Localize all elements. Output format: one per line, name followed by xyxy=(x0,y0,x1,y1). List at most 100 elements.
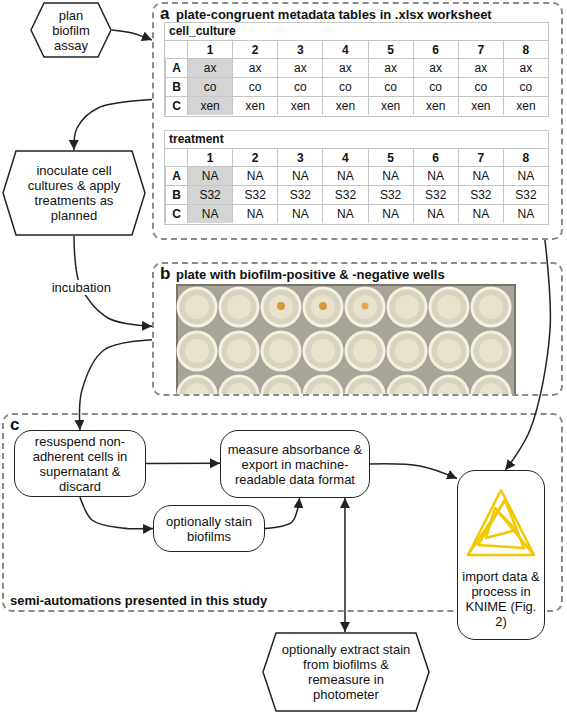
logo-triangle xyxy=(478,500,524,548)
node-text: optionally stain biofilms xyxy=(160,514,258,544)
logo-line xyxy=(468,500,505,555)
table-cell: S32 xyxy=(232,185,277,204)
table-cell: xen xyxy=(413,96,458,115)
table-cell: NA xyxy=(277,204,322,223)
table-cell: NA xyxy=(232,204,277,223)
plate-well xyxy=(430,332,468,370)
column-header: 7 xyxy=(458,148,503,166)
plate-well xyxy=(262,288,300,326)
logo-line xyxy=(495,508,534,555)
plate-well xyxy=(220,288,258,326)
table-cell: ax xyxy=(458,58,503,77)
plate-background xyxy=(176,284,516,394)
column-header: 5 xyxy=(368,148,413,166)
metadata-table: cell_culture12345678AaxaxaxaxaxaxaxaxBco… xyxy=(164,22,549,117)
plate-well xyxy=(178,288,216,326)
process-box: resuspend non-adherent cells in supernat… xyxy=(14,430,146,497)
table-cell: S32 xyxy=(413,185,458,204)
plate-well xyxy=(388,288,426,326)
column-header: 4 xyxy=(322,40,367,58)
logo-triangle xyxy=(468,490,534,555)
column-header: 4 xyxy=(322,148,367,166)
table-cell: NA xyxy=(413,204,458,223)
table-cell: ax xyxy=(187,58,232,77)
table-cell: S32 xyxy=(503,185,548,204)
plate-well xyxy=(262,376,300,394)
plate-well xyxy=(346,332,384,370)
table-cell: ax xyxy=(503,58,548,77)
panel-letter: a xyxy=(160,4,169,23)
row-header: C xyxy=(165,96,187,115)
table-title: cell_culture xyxy=(169,24,236,39)
process-box: measure absorbance & export in machine-r… xyxy=(220,430,370,498)
table-cell: NA xyxy=(322,166,367,185)
text-frame: measure absorbance & export in machine-r… xyxy=(221,431,369,497)
panel-frame: cell_culture12345678AaxaxaxaxaxaxaxaxBco… xyxy=(152,2,563,240)
column-header: 7 xyxy=(458,40,503,58)
text-frame: import data & process in KNIME (Fig. 2) xyxy=(458,471,544,639)
table-cell: co xyxy=(413,77,458,96)
plate-well xyxy=(178,332,216,370)
plate-well xyxy=(346,376,384,394)
table-cell: co xyxy=(458,77,503,96)
table-cell: ax xyxy=(277,58,322,77)
plate-well xyxy=(472,376,510,394)
flow-arrow xyxy=(344,498,346,632)
table-cell: co xyxy=(232,77,277,96)
panel-heading: plate-congruent metadata tables in .xlsx… xyxy=(176,7,492,22)
row-header: C xyxy=(165,204,187,223)
column-header: 2 xyxy=(232,40,277,58)
flow-arrow xyxy=(74,100,152,150)
plate-well xyxy=(430,376,468,394)
text-frame: optionally extract stain from biofilms &… xyxy=(262,632,430,712)
table-cell: NA xyxy=(503,166,548,185)
table-cell: S32 xyxy=(322,185,367,204)
plate-photo xyxy=(176,284,516,394)
table-cell: xen xyxy=(458,96,503,115)
text-frame: inoculate cell cultures & apply treatmen… xyxy=(2,150,146,236)
node-text: inoculate cell cultures & apply treatmen… xyxy=(18,163,130,223)
table-cell: xen xyxy=(232,96,277,115)
table-cell: S32 xyxy=(187,185,232,204)
plate-well xyxy=(430,288,468,326)
flow-arrow xyxy=(370,464,457,479)
plate-body xyxy=(178,286,514,394)
logo-triangle xyxy=(486,508,516,538)
table-cell: xen xyxy=(187,96,232,115)
table-cell: S32 xyxy=(458,185,503,204)
hexagon-shape xyxy=(263,633,429,711)
text-frame: optionally stain biofilms xyxy=(154,506,264,551)
table-cell: NA xyxy=(187,204,232,223)
plate-well xyxy=(304,288,342,326)
node-text: optionally extract stain from biofilms &… xyxy=(278,642,414,702)
plate-well xyxy=(388,376,426,394)
table-cell: co xyxy=(322,77,367,96)
table-cell: xen xyxy=(322,96,367,115)
table-cell: xen xyxy=(277,96,322,115)
panel-frame: resuspend non-adherent cells in supernat… xyxy=(2,413,563,612)
panel-caption: semi-automations presented in this study xyxy=(10,593,267,608)
biofilm-spot xyxy=(319,302,327,310)
node-text: plan biofilm assay xyxy=(46,8,96,53)
table-cell: S32 xyxy=(277,185,322,204)
table-cell: xen xyxy=(503,96,548,115)
plate-well xyxy=(304,332,342,370)
table-title: treatment xyxy=(169,132,224,147)
table-cell: NA xyxy=(458,166,503,185)
plate-well xyxy=(220,332,258,370)
column-header: 8 xyxy=(503,148,548,166)
column-header: 6 xyxy=(413,40,458,58)
plate-well xyxy=(472,288,510,326)
table-cell: NA xyxy=(232,166,277,185)
node-text: import data & process in KNIME (Fig. 2) xyxy=(461,569,541,629)
text-frame: plan biofilm assay xyxy=(30,2,112,58)
knime-logo xyxy=(468,490,534,555)
metadata-table: treatment12345678ANANANANANANANANABS32S3… xyxy=(164,130,549,225)
start-hexagon: plan biofilm assay xyxy=(30,2,112,58)
column-header: 1 xyxy=(187,40,232,58)
flow-arrow xyxy=(505,240,550,470)
table-cell: co xyxy=(277,77,322,96)
panel-heading: plate with biofilm-positive & -negative … xyxy=(176,267,445,282)
table-cell: NA xyxy=(368,166,413,185)
